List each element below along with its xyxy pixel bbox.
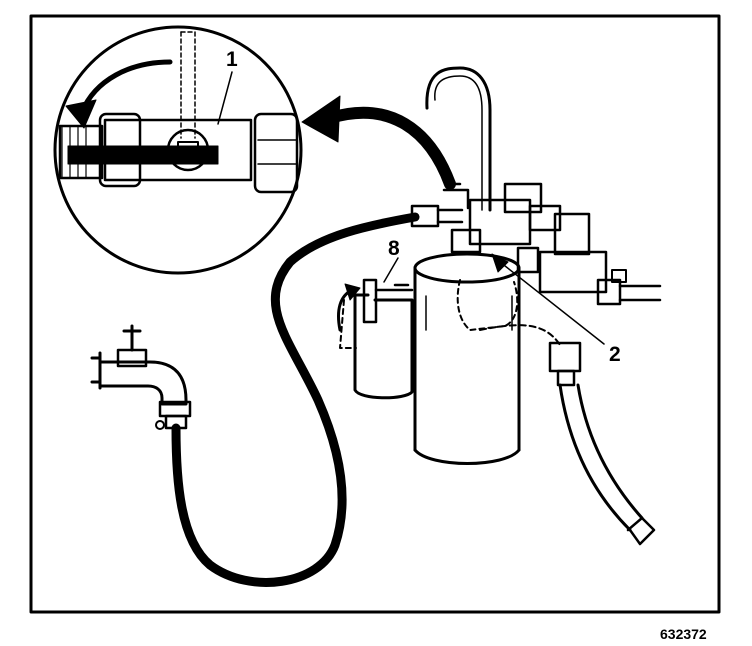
water-hose (171, 212, 420, 587)
leader-2 (499, 261, 605, 345)
callout-1: 1 (226, 48, 238, 71)
callout-2: 2 (609, 343, 621, 366)
hose-connector (410, 204, 464, 228)
transfer-arrow-head-icon (301, 95, 341, 143)
callout-8: 8 (388, 237, 400, 260)
figure-number: 632372 (660, 626, 707, 642)
detail-inset (53, 25, 303, 275)
arrow-head-icon (65, 99, 97, 129)
gooseneck-tube (425, 66, 492, 212)
outlet-hose (548, 341, 656, 546)
pointer-arrow-icon (491, 253, 509, 273)
figure-frame (29, 14, 721, 614)
side-reservoir (337, 278, 414, 400)
leader-8 (383, 257, 399, 283)
transfer-arrow (324, 106, 456, 190)
valve-manifold (442, 182, 662, 306)
filter-canister (413, 252, 561, 465)
water-faucet (90, 324, 192, 430)
small-arrow-head-icon (344, 283, 361, 301)
